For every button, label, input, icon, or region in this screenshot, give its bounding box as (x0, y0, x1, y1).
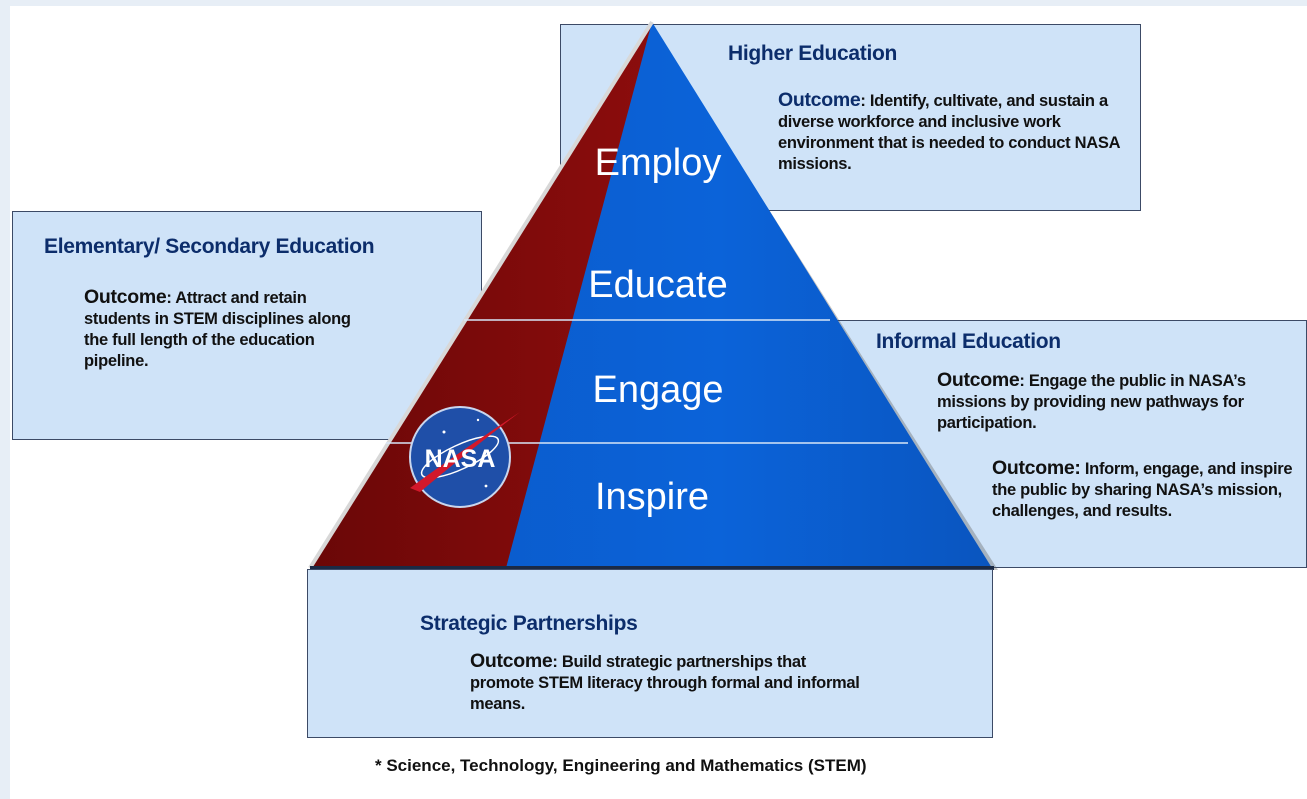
elementary-secondary-box (12, 211, 482, 440)
outcome-text: : Attract and retain students in STEM di… (84, 289, 351, 370)
outcome-label: Outcome: (992, 457, 1081, 479)
strategic-partnerships-outcome: Outcome: Build strategic partnerships th… (470, 651, 870, 715)
outcome-label: Outcome (84, 286, 167, 308)
elementary-secondary-title: Elementary/ Secondary Education (44, 235, 375, 258)
outcome-text: Inform, engage, and inspire the public b… (992, 460, 1293, 520)
outcome-text: : Build strategic partnerships that prom… (470, 653, 860, 713)
informal-education-title: Informal Education (876, 330, 1061, 353)
elementary-secondary-outcome: Outcome: Attract and retain students in … (84, 287, 374, 372)
informal-education-outcome-2: Outcome: Inform, engage, and inspire the… (992, 458, 1302, 522)
tier-label-inspire: Inspire (594, 476, 710, 518)
informal-education-outcome-1: Outcome: Engage the public in NASA’s mis… (937, 370, 1267, 434)
tier-label-employ: Employ (594, 142, 722, 184)
pyramid-left-edge (308, 20, 654, 570)
outcome-text: : Engage the public in NASA’s missions b… (937, 372, 1246, 432)
tier-label-engage: Engage (592, 369, 724, 411)
outcome-text: : Identify, cultivate, and sustain a div… (778, 92, 1120, 173)
tier-label-educate: Educate (588, 264, 728, 306)
outcome-label: Outcome (778, 89, 861, 111)
strategic-partnerships-title: Strategic Partnerships (420, 612, 638, 635)
higher-education-outcome: Outcome: Identify, cultivate, and sustai… (778, 90, 1128, 175)
outcome-label: Outcome (937, 369, 1020, 391)
strategic-partnerships-box (307, 569, 993, 738)
svg-text:NASA: NASA (425, 445, 496, 473)
stem-footnote: * Science, Technology, Engineering and M… (375, 756, 867, 775)
higher-education-title: Higher Education (728, 42, 898, 65)
outcome-label: Outcome (470, 650, 553, 672)
nasa-logo: NASA (409, 406, 520, 508)
